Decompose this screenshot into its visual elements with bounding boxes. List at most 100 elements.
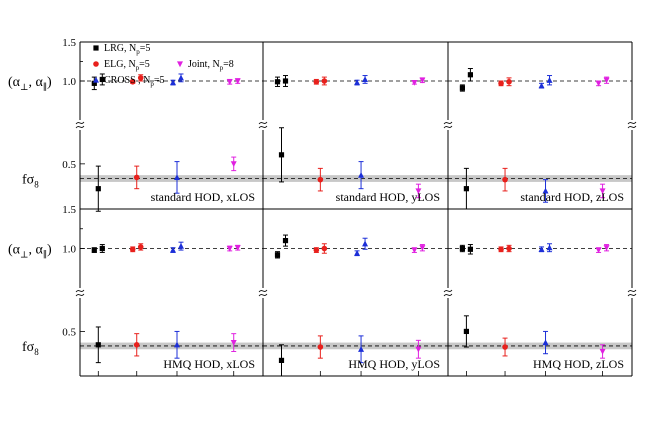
row2-alpha-tick-label-1.5: 1.5: [62, 204, 76, 216]
legend-cross-marker: [93, 76, 99, 83]
axis-break-row2-3-upper: [443, 289, 453, 293]
axis-break-row2-1-upper: [75, 289, 85, 293]
axis-break-row2-2-gap: [259, 288, 267, 298]
panel-5-label: HMQ HOD, yLOS: [348, 357, 440, 371]
panel-5-elg-fs8-point: [317, 344, 324, 350]
row1-alpha-tick-label-1.5: 1.5: [62, 37, 76, 49]
legend-joint-marker: [177, 61, 183, 68]
axis-break-row1-3-lower: [443, 125, 453, 129]
panel-2-elg-aperp-point: [313, 78, 320, 85]
axis-break-row2-2-lower: [258, 293, 268, 297]
row2-ylabel-alpha: (α⊥, α∥): [8, 243, 52, 260]
panel-5-cross-apar-point: [362, 240, 369, 247]
panel-3-cross-apar-point: [546, 77, 553, 83]
axis-break-row2-4-gap: [628, 288, 636, 298]
panel-5-lrg-fs8-point: [278, 357, 285, 363]
panel-3-joint-fs8-point: [599, 188, 606, 195]
axis-break-row2-3-gap: [444, 288, 452, 298]
panel-2-joint-aperp-point: [411, 79, 418, 86]
panel-5-lrg-aperp-point: [274, 252, 281, 258]
row1-fs8-tick-label-0.5: 0.5: [62, 159, 76, 171]
panel-1-lrg-apar-point: [99, 76, 105, 83]
panel-6-joint-fs8-point: [599, 348, 606, 355]
panel-3-elg-apar-point: [506, 78, 512, 85]
panel-5-lrg-apar-point: [282, 238, 289, 244]
panel-1-joint-apar-point: [234, 78, 241, 85]
panel-1-elg-fs8-point: [133, 174, 140, 181]
panel-1-elg-apar-point: [137, 75, 144, 81]
axis-break-row1-4-gap: [628, 120, 636, 130]
panel-3-label: standard HOD, zLOS: [520, 190, 624, 204]
panel-5-elg-apar-point: [321, 245, 328, 252]
legend-lrg-marker: [93, 45, 99, 51]
panel-1-joint-fs8-point: [230, 161, 237, 168]
panel-4-cross-fs8-point: [173, 341, 180, 348]
panel-6-lrg-apar-point: [467, 246, 473, 252]
panel-6-joint-apar-point: [603, 245, 610, 251]
axis-break-row1-1-lower: [75, 125, 85, 129]
panel-5-joint-aperp-point: [411, 247, 418, 254]
panel-4-lrg-fs8-point: [95, 342, 101, 348]
axis-break-row1-1-gap: [76, 120, 84, 130]
axis-break-row1-1-upper: [75, 121, 85, 125]
panel-1-cross-fs8-point: [173, 174, 180, 180]
panel-3-lrg-aperp-point: [459, 85, 465, 91]
panel-5-joint-fs8-point: [415, 346, 422, 353]
panel-2-joint-apar-point: [419, 77, 426, 84]
axis-break-row1-2-upper: [258, 121, 268, 125]
panel-1-cross-aperp-point: [169, 79, 176, 86]
row1-ylabel-alpha: (α⊥, α∥): [8, 75, 52, 92]
legend-cross-label: CROSS , Np=5: [104, 75, 165, 88]
panel-3-cross-fs8-point: [542, 187, 549, 194]
panel-3-lrg-apar-point: [467, 72, 473, 78]
row2-alpha-tick-label-1.0: 1.0: [62, 244, 76, 256]
panel-3-joint-aperp-point: [595, 80, 602, 87]
panel-6-cross-aperp-point: [538, 246, 545, 252]
panel-6-lrg-aperp-point: [459, 245, 465, 252]
panel-4-cross-apar-point: [177, 242, 184, 249]
panel-4-lrg-apar-point: [99, 245, 105, 252]
axis-break-row1-2-lower: [258, 125, 268, 129]
legend-elg-label: ELG, Np=5: [104, 59, 150, 72]
row2-ylabel-fs8: fσ8: [22, 340, 39, 357]
panel-5-cross-fs8-point: [358, 346, 365, 352]
axis-break-row1-3-gap: [444, 120, 452, 130]
panel-2-cross-apar-point: [362, 76, 369, 83]
panel-3-joint-apar-point: [603, 77, 610, 84]
axis-break-row2-1-gap: [76, 288, 84, 298]
axis-break-row2-4-lower: [627, 293, 637, 297]
row1-ylabel-fs8: fσ8: [22, 173, 39, 190]
axis-break-row2-1-lower: [75, 293, 85, 297]
panel-4-cross-aperp-point: [169, 246, 176, 253]
panel-2-joint-fs8-point: [415, 188, 422, 195]
panel-1-cross-apar-point: [177, 74, 184, 81]
panel-1-lrg-aperp-point: [91, 80, 97, 86]
panel-3-elg-fs8-point: [502, 176, 508, 183]
panel-3-lrg-fs8-point: [463, 186, 469, 192]
axis-break-row2-4-upper: [627, 289, 637, 293]
axis-break-row1-4-upper: [627, 121, 637, 125]
panel-4-elg-apar-point: [137, 244, 144, 250]
panel-6-cross-apar-point: [546, 244, 553, 251]
legend-lrg-label: LRG, Np=5: [104, 43, 150, 56]
panel-3-elg-aperp-point: [498, 80, 504, 87]
panel-6-lrg-fs8-point: [463, 328, 469, 335]
panel-6-cross-fs8-point: [542, 339, 549, 346]
axis-break-row1-3-upper: [443, 121, 453, 125]
panel-6-joint-aperp-point: [595, 247, 602, 254]
panel-2-label: standard HOD, yLOS: [336, 190, 440, 204]
panel-2-cross-fs8-point: [358, 171, 365, 178]
panel-5-elg-aperp-point: [313, 247, 320, 253]
panel-1-elg-aperp-point: [129, 78, 136, 85]
panel-5-joint-apar-point: [419, 245, 426, 251]
panel-2-elg-fs8-point: [317, 176, 324, 183]
legend-joint-label: Joint, Np=8: [188, 59, 234, 72]
panel-6-elg-aperp-point: [498, 246, 504, 253]
panel-4-elg-fs8-point: [133, 342, 140, 348]
panel-6-label: HMQ HOD, zLOS: [533, 357, 624, 371]
panel-4-elg-aperp-point: [129, 246, 136, 253]
panel-2-lrg-fs8-point: [278, 152, 285, 158]
panel-2-lrg-aperp-point: [274, 79, 281, 85]
